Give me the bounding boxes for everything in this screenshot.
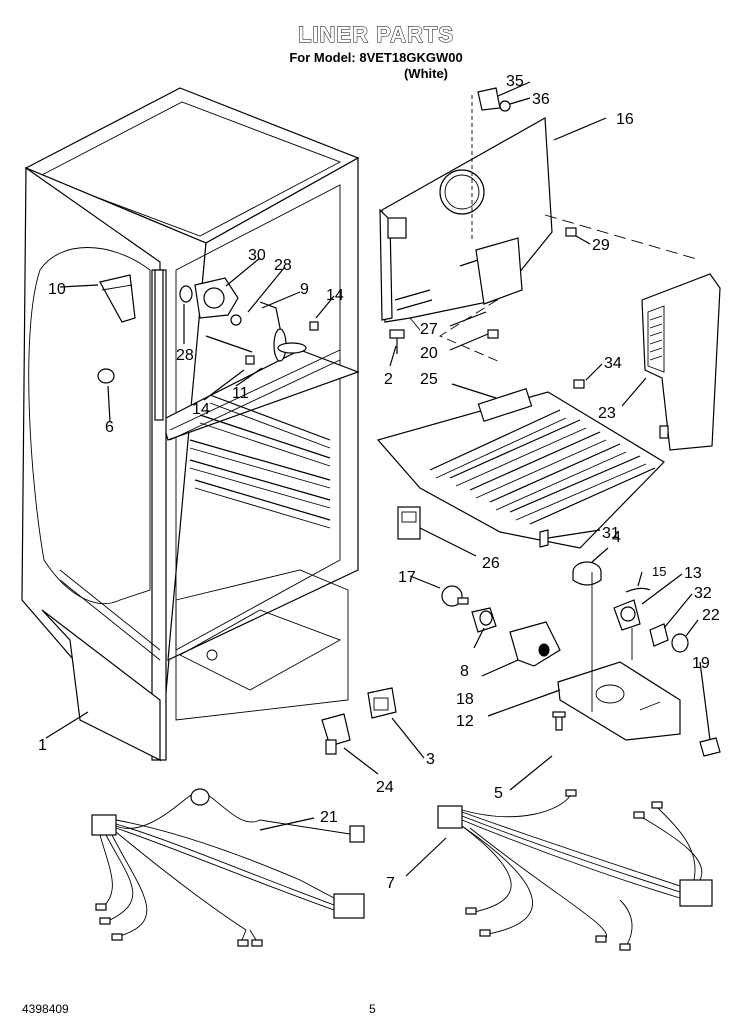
light-shield-18: [509, 621, 561, 667]
callout-10: 10: [48, 281, 66, 298]
callout-14b: 14: [192, 401, 210, 418]
bracket-32: [649, 623, 669, 647]
screw-34: [573, 379, 585, 389]
screw-31: [539, 529, 549, 548]
switch-24: [321, 713, 351, 755]
bracket-35: [477, 87, 501, 111]
callout-24: 24: [376, 779, 394, 796]
callout-34: 34: [604, 355, 622, 372]
callout-20: 20: [420, 345, 438, 362]
thermostat-13: [613, 599, 641, 660]
screw-5: [552, 711, 566, 731]
model-line: For Model: 8VET18GKGW00: [289, 50, 463, 65]
air-duct-23: [641, 273, 721, 451]
evaporator-cover-16: [379, 95, 701, 363]
callout-28a: 28: [274, 257, 292, 274]
callout-7: 7: [386, 875, 395, 892]
connector-3: [367, 687, 397, 719]
callout-22: 22: [702, 607, 720, 624]
callout-32: 32: [694, 585, 712, 602]
callout-28b: 28: [176, 347, 194, 364]
light-socket-8: [471, 607, 497, 633]
callout-30: 30: [248, 247, 266, 264]
callout-2: 2: [384, 371, 393, 388]
control-housing-12: [557, 572, 681, 741]
callout-8: 8: [460, 663, 469, 680]
crisper-shelf-frame-25: [376, 387, 665, 549]
callout-18: 18: [456, 691, 474, 708]
callout-16: 16: [616, 111, 634, 128]
screw-36: [499, 100, 511, 112]
color-line: (White): [403, 66, 449, 81]
callout-21: 21: [320, 809, 338, 826]
thermostat-knob-4: [572, 561, 602, 586]
callout-9: 9: [300, 281, 309, 298]
clip-15: [625, 587, 651, 593]
fan-bracket-9: [205, 301, 283, 353]
callout-29: 29: [592, 237, 610, 254]
callout-labels: 10 6 30 28 9 14 28 11 14 35 36 16 29 27 …: [38, 73, 720, 892]
fan-blade-11: [273, 328, 307, 362]
callout-36: 36: [532, 91, 550, 108]
callout-13: 13: [684, 565, 702, 582]
callout-4: 4: [612, 529, 621, 546]
callout-25: 25: [420, 371, 438, 388]
fan-motor-30: [194, 277, 242, 326]
knob-22: [671, 633, 689, 653]
page-title: LINER PARTS: [297, 22, 455, 48]
callout-17: 17: [398, 569, 416, 586]
wire-harness-21: [91, 788, 365, 947]
callout-19: 19: [692, 655, 710, 672]
evaporator-cover-27: [409, 317, 421, 331]
leader-lines: [45, 81, 711, 877]
callout-23: 23: [598, 405, 616, 422]
wire-harness-7: [437, 789, 713, 951]
damper-bracket-10: [99, 274, 136, 323]
callout-27: 27: [420, 321, 438, 338]
light-socket-6: [97, 368, 115, 384]
callout-3: 3: [426, 751, 435, 768]
cabinet-liner: [21, 87, 360, 762]
screw-14: [245, 321, 319, 365]
callout-12: 12: [456, 713, 474, 730]
screw-29: [565, 227, 577, 237]
callout-35: 35: [506, 73, 524, 90]
connector-19: [699, 737, 721, 757]
doc-number: 4398409: [22, 1002, 69, 1016]
page-number: 5: [369, 1002, 376, 1016]
callout-15: 15: [652, 564, 666, 579]
callout-11: 11: [232, 385, 249, 402]
callout-31: 31: [602, 525, 620, 542]
callout-14a: 14: [326, 287, 344, 304]
screw-2: [389, 329, 405, 354]
grommet-28: [179, 285, 193, 303]
callout-26: 26: [482, 555, 500, 572]
light-switch-26: [397, 506, 421, 540]
callout-1: 1: [38, 737, 47, 754]
callout-6: 6: [105, 419, 114, 436]
screw-20: [487, 329, 499, 339]
light-bulb-17: [441, 585, 469, 607]
callout-5: 5: [494, 785, 503, 802]
